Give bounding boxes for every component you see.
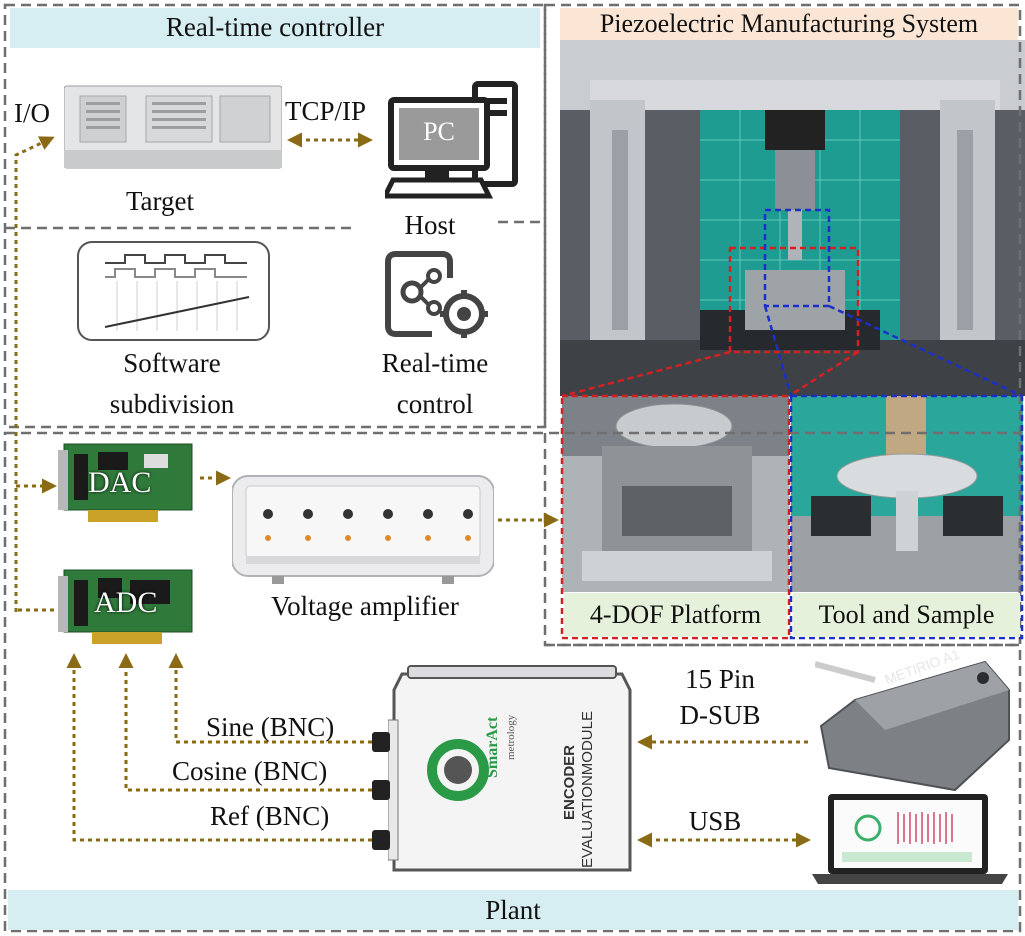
realtime-control-icon <box>382 248 492 343</box>
platform-photo <box>562 396 789 592</box>
adc-label: ADC <box>94 586 158 619</box>
plant-title: Plant <box>8 890 1018 930</box>
tcpip-label: TCP/IP <box>285 96 367 126</box>
encoder-module-image <box>387 660 636 882</box>
pc-screen-label: PC <box>423 117 455 146</box>
software-label-line2: subdivision <box>109 389 235 419</box>
machine-photo <box>560 40 1025 396</box>
usb-label: USB <box>688 806 742 836</box>
dac-label: DAC <box>88 466 152 499</box>
io-label: I/O <box>14 98 50 128</box>
target-label: Target <box>125 186 195 216</box>
pms-title: Piezoelectric Manufacturing System <box>560 8 1018 40</box>
software-subdivision-icon <box>77 241 270 341</box>
laptop-image <box>812 792 1012 884</box>
sensor-image <box>814 650 1015 795</box>
adc-card-image <box>58 566 198 648</box>
realtime-label-line1: Real-time <box>381 348 489 378</box>
software-label-line1: Software <box>123 348 221 378</box>
host-pc-icon <box>380 80 525 200</box>
controller-title: Real-time controller <box>10 8 540 48</box>
cosine-label: Cosine (BNC) <box>172 756 328 786</box>
tool-label: Tool and Sample <box>793 593 1020 637</box>
tool-photo <box>791 396 1023 592</box>
bnc-connector-sine <box>372 732 390 752</box>
bnc-connector-ref <box>372 830 390 850</box>
platform-label: 4-DOF Platform <box>564 593 787 637</box>
sine-label: Sine (BNC) <box>206 712 335 742</box>
dsub-label-line2: D-SUB <box>679 700 761 730</box>
host-label: Host <box>404 210 456 240</box>
realtime-label-line2: control <box>396 389 474 419</box>
target-computer-image <box>63 82 283 172</box>
bnc-connector-cosine <box>372 780 390 800</box>
dsub-label-line1: 15 Pin <box>685 664 755 694</box>
ref-label: Ref (BNC) <box>210 801 330 831</box>
amplifier-label: Voltage amplifier <box>271 591 459 621</box>
dac-card-image <box>58 440 198 530</box>
